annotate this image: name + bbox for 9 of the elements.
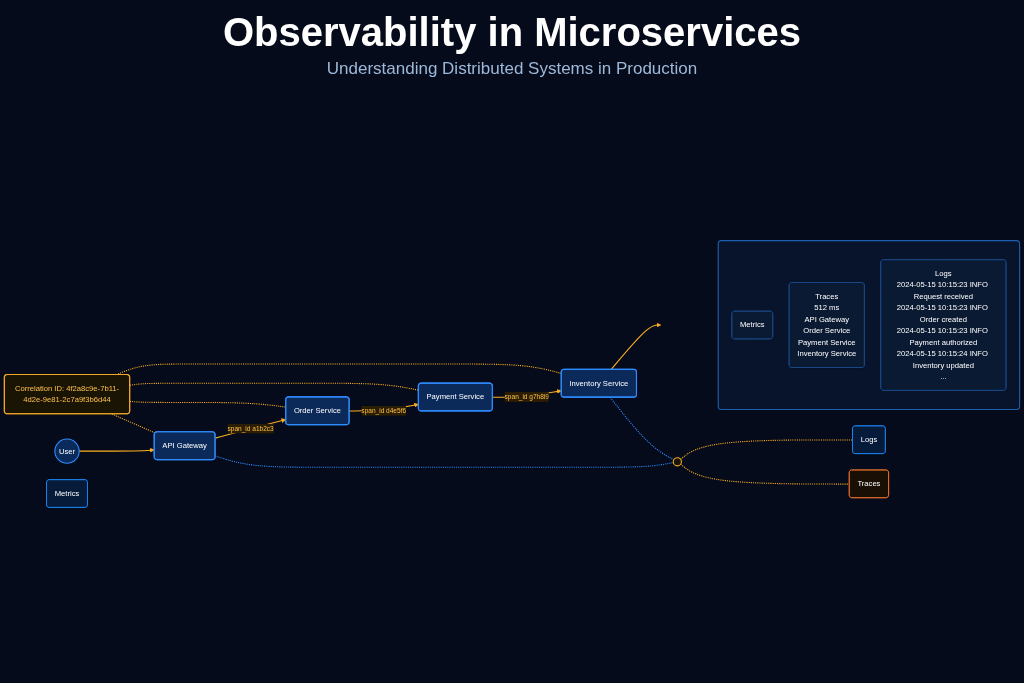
subtitle: Understanding Distributed Systems in Production [326,59,698,79]
title: Observability in Microservices [222,10,801,55]
connector [214,455,674,468]
cluster [717,240,1021,410]
connector [111,413,156,434]
connector [609,396,675,461]
arrow [610,322,662,371]
connector [680,439,854,460]
node-circle [672,457,682,467]
